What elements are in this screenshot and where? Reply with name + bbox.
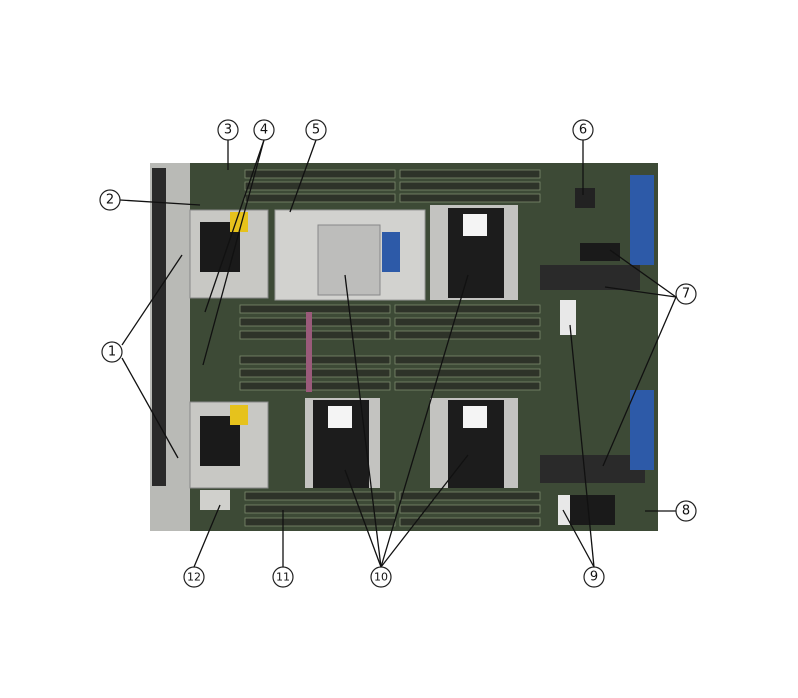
- dimm-slots: [239, 169, 541, 527]
- callout-circle: [583, 566, 605, 588]
- cpu-cover-label: [463, 406, 487, 428]
- callout-label: 3: [224, 123, 232, 138]
- cpu-cover-label: [328, 406, 352, 428]
- callout-circle: [183, 566, 205, 588]
- connector-white: [560, 300, 576, 335]
- connector: [200, 490, 230, 510]
- callout-3: 3: [217, 119, 239, 141]
- connector-white: [558, 495, 572, 525]
- callout-label: 4: [260, 123, 268, 138]
- blue-latch: [382, 232, 400, 272]
- callout-label: 6: [579, 123, 587, 138]
- callout-5: 5: [305, 119, 327, 141]
- callout-label: 5: [312, 123, 320, 138]
- rear-latch: [630, 390, 654, 470]
- callout-label: 9: [590, 570, 598, 585]
- callout-circle: [305, 119, 327, 141]
- cable: [306, 312, 312, 392]
- callout-9: 9: [583, 566, 605, 588]
- warning-label: [230, 212, 248, 232]
- blade-board-illustration: [150, 163, 658, 531]
- connector: [580, 243, 620, 261]
- callout-label: 1: [108, 345, 116, 360]
- callout-label: 11: [276, 571, 290, 584]
- callout-circle: [217, 119, 239, 141]
- callout-10: 10: [370, 566, 392, 588]
- callout-circle: [675, 283, 697, 305]
- callout-11: 11: [272, 566, 294, 588]
- callout-circle: [572, 119, 594, 141]
- callout-1: 1: [101, 341, 123, 363]
- chip: [575, 188, 595, 208]
- callout-label: 2: [106, 193, 114, 208]
- callout-circle: [99, 189, 121, 211]
- callout-circle: [253, 119, 275, 141]
- front-handle: [152, 168, 166, 486]
- callout-circle: [272, 566, 294, 588]
- callout-2: 2: [99, 189, 121, 211]
- rear-latch: [630, 175, 654, 265]
- callout-label: 10: [374, 571, 388, 584]
- connector: [570, 495, 615, 525]
- leader-lines: [119, 139, 677, 568]
- callout-12: 12: [183, 566, 205, 588]
- callout-circle: [675, 500, 697, 522]
- mezzanine-connector: [540, 265, 640, 290]
- callout-4: 4: [253, 119, 275, 141]
- callout-6: 6: [572, 119, 594, 141]
- cpu-cover-label: [463, 214, 487, 236]
- callout-label: 7: [682, 287, 690, 302]
- callout-label: 8: [682, 504, 690, 519]
- chipset-heatsink: [317, 224, 381, 296]
- warning-label: [230, 405, 248, 425]
- callout-circle: [370, 566, 392, 588]
- callout-circle: [101, 341, 123, 363]
- callout-label: 12: [187, 571, 201, 584]
- callout-7: 7: [675, 283, 697, 305]
- callout-8: 8: [675, 500, 697, 522]
- mezzanine-connector: [540, 455, 645, 483]
